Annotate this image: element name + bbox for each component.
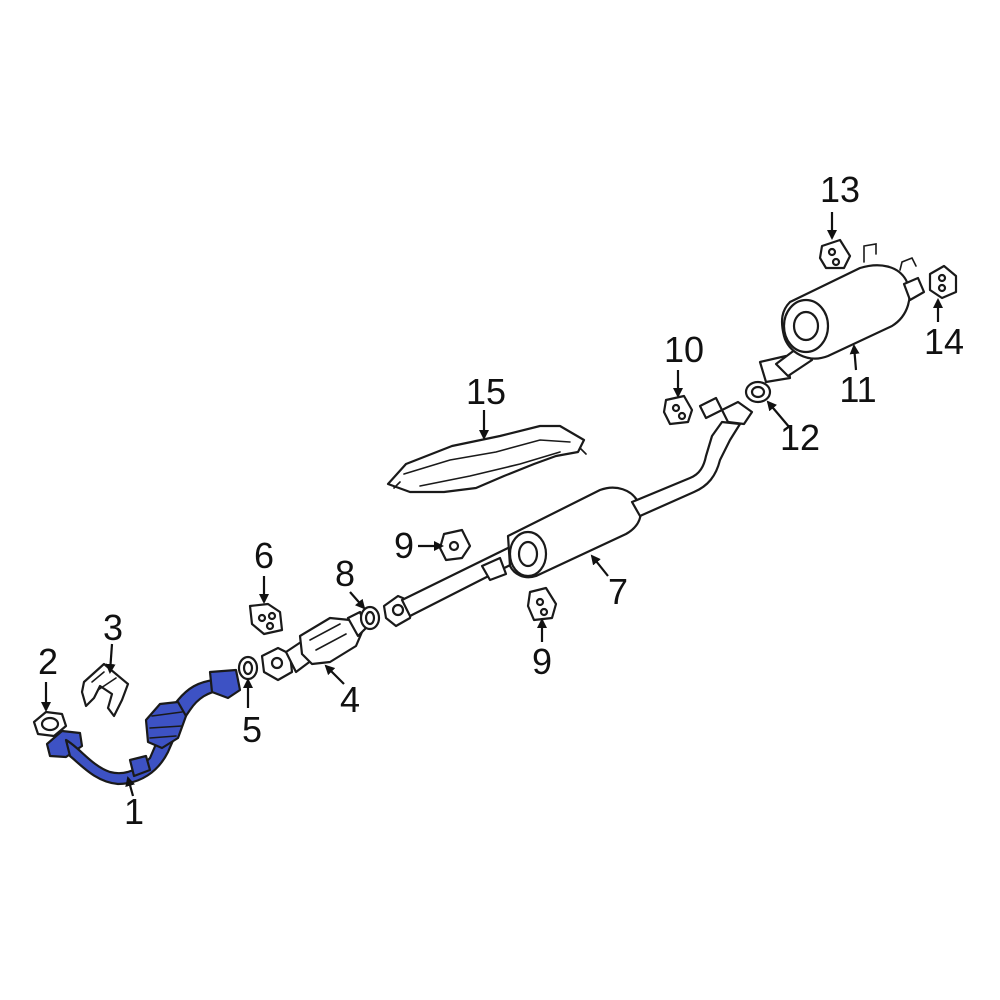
callout-7: 7 xyxy=(608,571,628,612)
part-2-gasket[interactable] xyxy=(32,710,68,738)
part-14-hanger[interactable] xyxy=(928,264,958,300)
callout-3: 3 xyxy=(103,607,123,648)
callout-5: 5 xyxy=(242,709,262,750)
leader-3 xyxy=(105,643,116,674)
callout-12: 12 xyxy=(780,417,820,458)
callout-2: 2 xyxy=(38,641,58,682)
part-5-gasket[interactable] xyxy=(237,655,259,681)
leader-lines xyxy=(41,212,943,797)
leader-12 xyxy=(766,400,791,429)
part-9-hanger-lower[interactable] xyxy=(526,586,558,622)
part-10-hanger[interactable] xyxy=(662,394,694,426)
callout-6: 6 xyxy=(254,535,274,576)
leader-1 xyxy=(125,776,135,797)
callout-1: 1 xyxy=(124,791,144,832)
leader-8 xyxy=(349,591,366,610)
callout-11: 11 xyxy=(839,369,876,410)
front-pipe-flex-section xyxy=(144,700,188,750)
front-pipe-rear-flange xyxy=(208,668,242,700)
part-12-gasket[interactable] xyxy=(744,380,772,404)
leader-11 xyxy=(849,344,860,371)
callout-9-upper: 9 xyxy=(394,525,414,566)
callout-labels: 1 2 3 4 5 6 7 8 9 9 10 11 12 13 14 15 xyxy=(38,169,964,832)
callout-15: 15 xyxy=(466,371,506,412)
part-11-rear-muffler[interactable] xyxy=(758,243,926,384)
front-pipe-bracket xyxy=(128,754,152,778)
part-8-gasket[interactable] xyxy=(359,605,381,631)
callout-13: 13 xyxy=(820,169,860,210)
callout-9-lower: 9 xyxy=(532,641,552,682)
part-7-center-pipe-muffler[interactable] xyxy=(382,396,754,628)
part-3-heat-shield[interactable] xyxy=(80,662,130,718)
callout-14: 14 xyxy=(924,321,964,362)
part-1-front-pipe[interactable] xyxy=(45,668,242,786)
callout-10: 10 xyxy=(664,329,704,370)
leader-7 xyxy=(590,554,609,577)
leader-4 xyxy=(324,664,345,685)
part-15-heat-shield[interactable] xyxy=(386,424,587,494)
part-6-hanger[interactable] xyxy=(248,602,284,636)
part-13-hanger[interactable] xyxy=(818,238,852,270)
part-9-hanger-upper[interactable] xyxy=(438,528,472,562)
callout-8: 8 xyxy=(335,553,355,594)
callout-4: 4 xyxy=(340,679,360,720)
